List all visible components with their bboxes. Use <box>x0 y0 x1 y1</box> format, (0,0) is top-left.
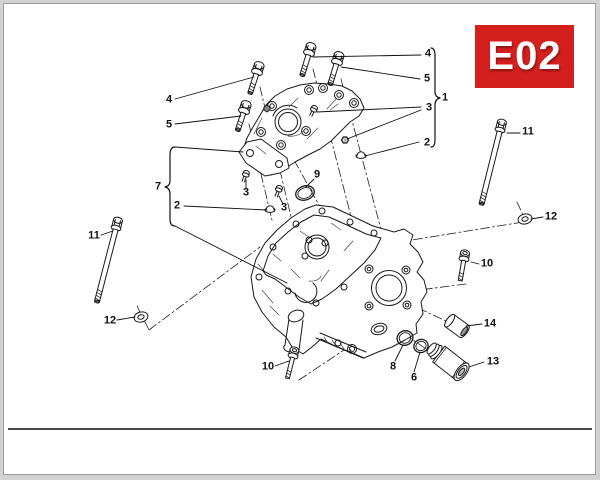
callout-10: 10 <box>480 257 494 270</box>
bushing-14 <box>444 313 470 339</box>
o-ring-9 <box>295 185 315 201</box>
bolt-5-left <box>235 100 252 132</box>
callout-3: 3 <box>242 186 250 199</box>
cylinder-head-body <box>250 204 428 359</box>
callout-9: 9 <box>313 168 321 181</box>
o-ring-6 <box>413 338 429 354</box>
callout-6: 6 <box>410 371 418 384</box>
callout-10: 10 <box>261 360 275 373</box>
callout-12: 12 <box>544 210 558 223</box>
callout-5: 5 <box>165 118 173 131</box>
leader-lines <box>100 47 544 373</box>
callout-2: 2 <box>173 199 181 212</box>
washer-12-left <box>133 311 149 323</box>
part-code-badge: E02 <box>475 25 574 88</box>
part-code-text: E02 <box>487 34 562 78</box>
bolt-10-right <box>457 249 471 282</box>
screw-3-b <box>274 184 283 198</box>
nut-2-left <box>264 205 276 213</box>
bolt-4-right <box>299 42 317 77</box>
washer-12-right <box>517 213 533 225</box>
footer-divider <box>8 428 592 430</box>
bolt-10-left <box>284 346 300 380</box>
callout-3: 3 <box>280 201 288 214</box>
callout-13: 13 <box>486 355 500 368</box>
callout-11: 11 <box>522 125 534 138</box>
o-ring-8 <box>396 330 414 346</box>
callout-1: 1 <box>441 91 449 104</box>
oil-filter-13 <box>426 342 470 382</box>
nut-3-d <box>340 136 350 144</box>
nut-2-right <box>355 151 367 159</box>
callout-5: 5 <box>423 72 431 85</box>
callout-7: 7 <box>154 180 162 193</box>
callout-2: 2 <box>423 136 431 149</box>
callout-3: 3 <box>425 101 433 114</box>
stud-11-right <box>478 118 507 206</box>
callout-4: 4 <box>165 93 173 106</box>
callout-4: 4 <box>424 47 432 60</box>
bolt-4-left <box>247 61 265 95</box>
camshaft-carrier <box>238 82 365 177</box>
bolt-5-right <box>327 51 345 86</box>
stud-11-left <box>94 216 123 304</box>
screw-3-a <box>241 169 250 183</box>
callout-11: 11 <box>88 229 100 242</box>
callout-12: 12 <box>103 314 117 327</box>
screw-3-c <box>309 104 318 117</box>
callout-8: 8 <box>389 360 397 373</box>
callout-14: 14 <box>483 317 497 330</box>
